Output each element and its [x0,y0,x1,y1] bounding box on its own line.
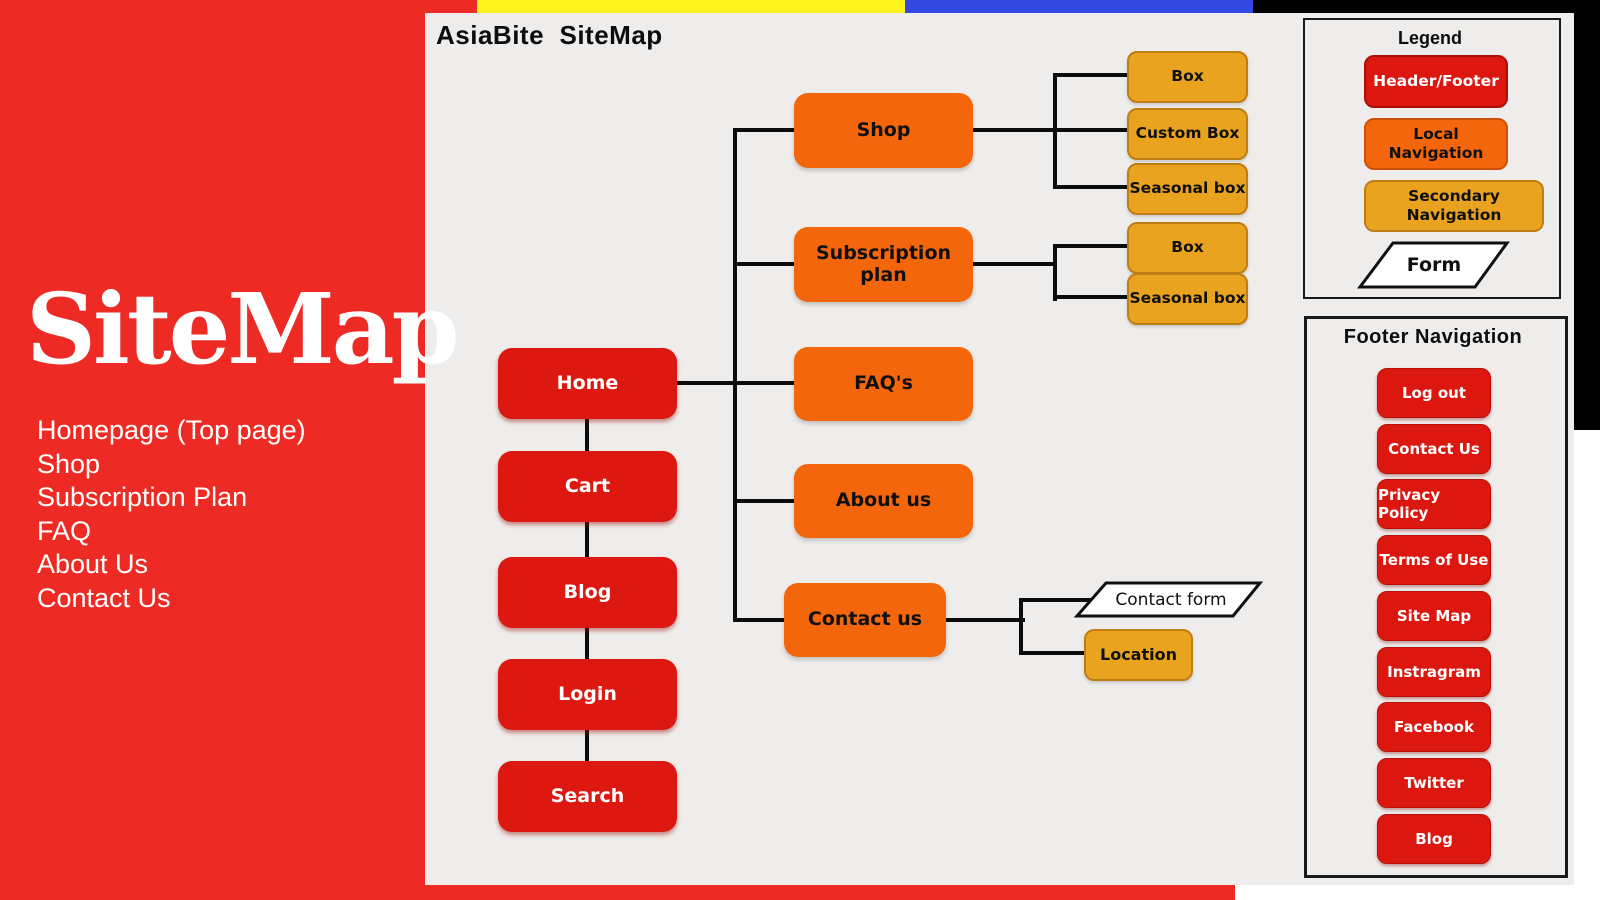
page-list: Homepage (Top page) Shop Subscription Pl… [37,414,306,615]
footer-btn-contact-us[interactable]: Contact Us [1377,424,1491,474]
node-subscription-plan[interactable]: Subscription plan [794,227,973,302]
footer-btn-blog[interactable]: Blog [1377,814,1491,864]
node-shop[interactable]: Shop [794,93,973,168]
node-login[interactable]: Login [498,659,677,730]
node-home[interactable]: Home [498,348,677,419]
connector-line [585,730,589,761]
connector-line [971,128,1129,132]
connector-line [733,128,737,622]
node-seasonal-box[interactable]: Seasonal box [1127,163,1248,215]
legend-header-footer: Header/Footer [1364,55,1508,108]
connector-line [1019,651,1086,655]
legend-local-navigation: Local Navigation [1364,118,1508,170]
connector-line [733,499,796,503]
connector-line [1053,295,1129,299]
connector-line [1053,244,1057,301]
connector-line [971,262,1056,266]
footer-btn-facebook[interactable]: Facebook [1377,702,1491,752]
page-list-item: FAQ [37,515,92,546]
footer-navigation-title: Footer Navigation [1343,326,1523,348]
connector-line [1053,73,1129,77]
topbar-black-segment [1253,0,1600,13]
footer-btn-terms-of-use[interactable]: Terms of Use [1377,535,1491,585]
connector-line [944,618,1025,622]
page-list-item: Shop [37,448,101,479]
connector-line [585,419,589,451]
footer-btn-site-map[interactable]: Site Map [1377,591,1491,641]
footer-navigation-panel [1304,316,1568,878]
footer-btn-privacy-policy[interactable]: Privacy Policy [1377,479,1491,529]
node-about-us[interactable]: About us [794,464,973,538]
connector-line [1053,185,1129,189]
node-box-2[interactable]: Box [1127,222,1248,274]
connector-line [1053,73,1057,189]
connector-line [585,628,589,659]
node-seasonal-box-2[interactable]: Seasonal box [1127,273,1248,325]
node-custom-box[interactable]: Custom Box [1127,108,1248,160]
connector-line [733,618,786,622]
footer-btn-instragram[interactable]: Instragram [1377,647,1491,697]
node-box[interactable]: Box [1127,51,1248,103]
node-search[interactable]: Search [498,761,677,832]
topbar-yellow-segment [477,0,905,13]
connector-line [1053,244,1129,248]
connector-line [1019,598,1023,655]
bottom-red-strip [425,885,1235,900]
footer-btn-log-out[interactable]: Log out [1377,368,1491,418]
page-list-item: Contact Us [37,582,171,613]
connector-line [585,522,589,557]
left-red-panel [0,0,425,900]
connector-line [733,128,796,132]
page-list-item: Homepage (Top page) [37,415,306,445]
legend-form-label: Form [1406,254,1462,276]
page-list-item: About Us [37,549,149,579]
diagram-title: AsiaBite SiteMap [436,20,663,50]
right-black-strip [1574,0,1600,430]
node-cart[interactable]: Cart [498,451,677,522]
connector-line [733,262,796,266]
node-faqs[interactable]: FAQ's [794,347,973,421]
connector-line [1019,598,1093,602]
contact-form-label: Contact form [1115,590,1227,610]
page-list-item: Subscription Plan [37,482,248,512]
footer-btn-twitter[interactable]: Twitter [1377,758,1491,808]
topbar-blue-segment [905,0,1253,13]
node-contact-us[interactable]: Contact us [784,583,946,657]
node-location[interactable]: Location [1084,629,1193,681]
legend-panel [1303,18,1561,299]
node-blog[interactable]: Blog [498,557,677,628]
legend-title: Legend [1397,28,1462,48]
sitemap-big-title: SiteMap [26,272,459,386]
legend-secondary-navigation: Secondary Navigation [1364,180,1544,232]
